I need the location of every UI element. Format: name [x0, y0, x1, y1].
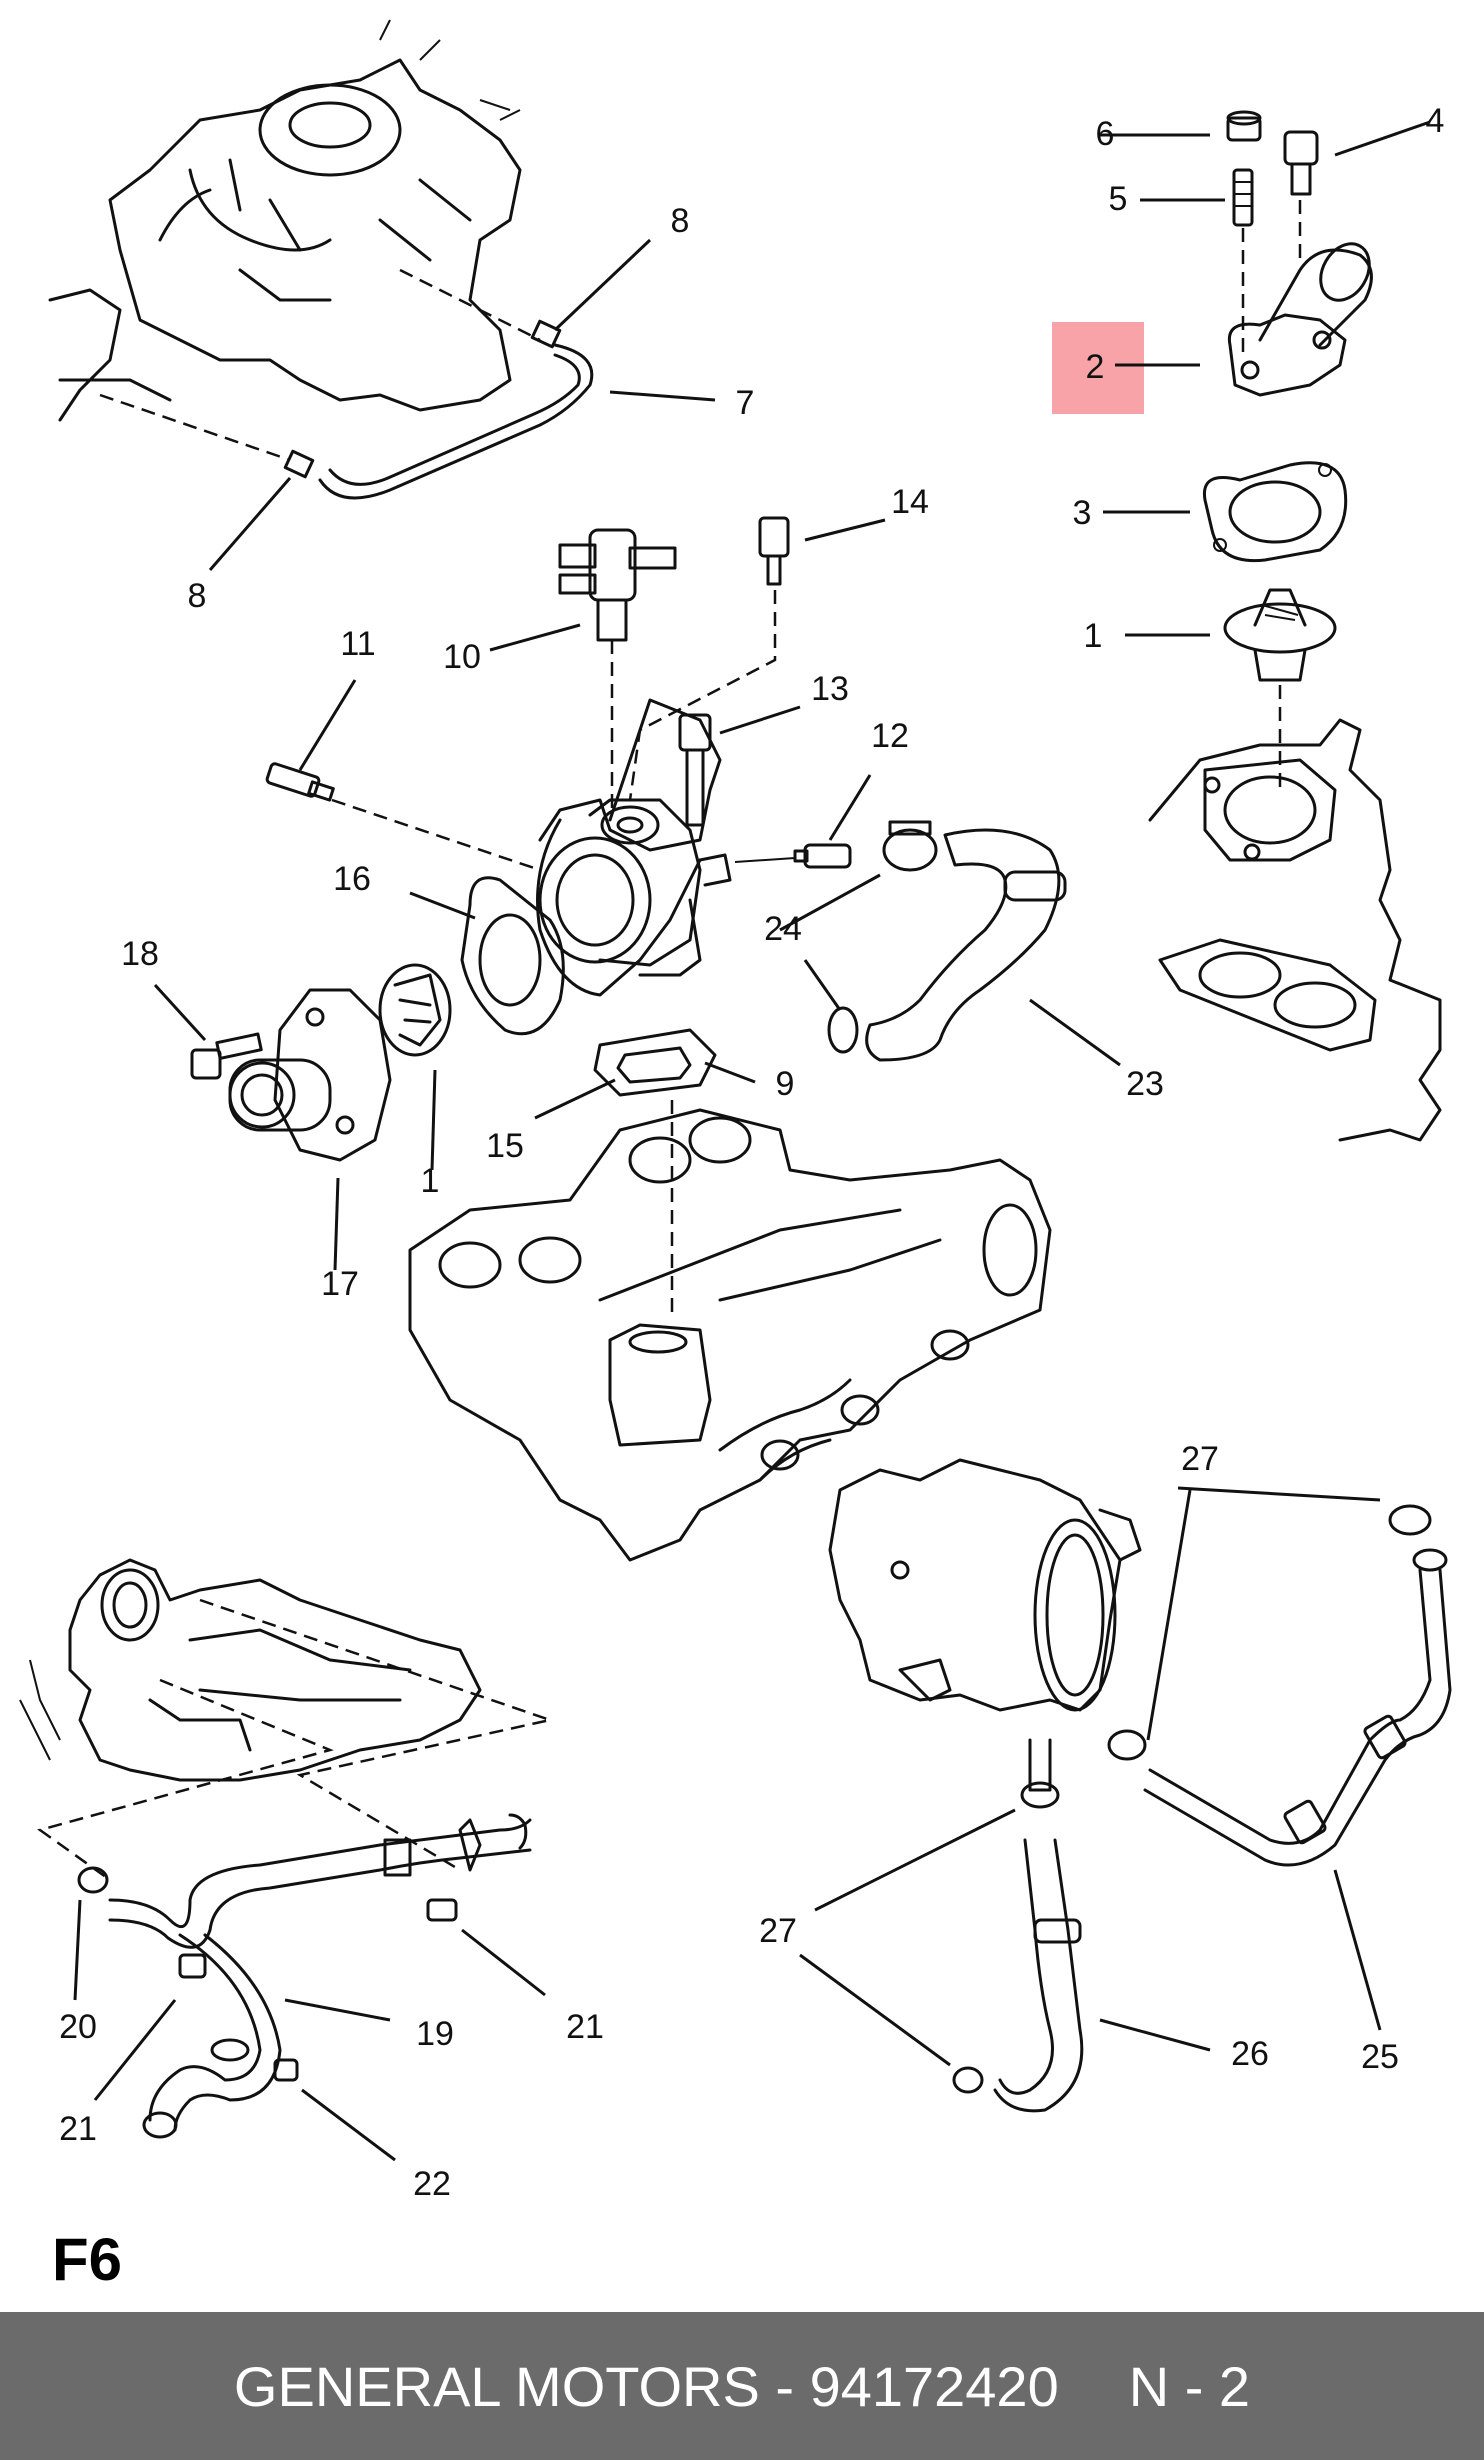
clamp-8-upper [530, 319, 562, 349]
bolt-18 [190, 1032, 263, 1080]
footer-part-number: 94172420 [809, 2354, 1059, 2418]
callout-16: 16 [333, 860, 371, 898]
callout-8-lower: 8 [188, 577, 207, 615]
callout-2: 2 [1086, 348, 1105, 386]
callout-26: 26 [1231, 2035, 1269, 2073]
intake-manifold [408, 1108, 1052, 1562]
callout-8-upper: 8 [671, 202, 690, 240]
callout-15: 15 [486, 1127, 524, 1165]
callout-3: 3 [1073, 494, 1092, 532]
callout-13: 13 [811, 670, 849, 708]
gasket-3 [1202, 461, 1348, 563]
clamp-27-d [952, 2066, 984, 2094]
callout-27-lower: 27 [759, 1912, 797, 1950]
nut-6 [1226, 110, 1262, 142]
washer-20 [77, 1866, 109, 1894]
footer-separator: - [759, 2354, 810, 2418]
callout-9: 9 [776, 1065, 795, 1103]
clamp-24-lower [827, 1006, 859, 1054]
callout-10: 10 [443, 638, 481, 676]
callout-17: 17 [321, 1265, 359, 1303]
footer-page-ref: N - 2 [1128, 2354, 1251, 2418]
hose-26 [998, 1838, 1054, 2095]
bolt-22 [273, 2058, 299, 2082]
engine-block-bottom-left [19, 1558, 482, 1782]
callout-18: 18 [121, 935, 159, 973]
callout-1-mid: 1 [421, 1162, 440, 1200]
clamp-27-b [1107, 1729, 1147, 1761]
callout-21-upper: 21 [566, 2008, 604, 2046]
callout-14: 14 [891, 483, 929, 521]
callout-5: 5 [1109, 180, 1128, 218]
callout-24: 24 [764, 910, 802, 948]
thermostat-housing-9 [536, 698, 732, 997]
hose-23 [865, 828, 1061, 1062]
callout-19: 19 [416, 2015, 454, 2053]
callout-27-upper: 27 [1181, 1440, 1219, 1478]
callout-6: 6 [1096, 115, 1115, 153]
callout-12: 12 [871, 717, 909, 755]
clamp-27-c [1020, 1781, 1060, 1809]
footer-brand: GENERAL MOTORS [233, 2354, 760, 2418]
bolt-4 [1283, 130, 1319, 196]
clamp-27-a [1388, 1504, 1432, 1536]
thermostat-1-right [1223, 588, 1337, 682]
page-label: F6 [52, 2226, 123, 2293]
callout-1-right: 1 [1084, 617, 1103, 655]
water-pump [828, 1458, 1142, 1712]
sensor-10 [558, 528, 677, 642]
housing-2 [1227, 242, 1373, 397]
bolt-13 [678, 713, 712, 827]
callout-11: 11 [340, 625, 375, 663]
clamp-8-lower [283, 449, 315, 479]
gasket-16 [460, 876, 565, 1036]
bolt-14 [758, 516, 790, 586]
footer-bar: GENERAL MOTORS - 94172420 N - 2 [0, 2312, 1484, 2460]
callout-21-lower: 21 [59, 2110, 97, 2148]
callout-22: 22 [413, 2165, 451, 2203]
housing-17 [228, 988, 392, 1162]
hose-25 [1148, 1568, 1432, 1845]
callout-4: 4 [1426, 102, 1445, 140]
engine-block-right [1148, 718, 1442, 1142]
thermostat-1-mid [378, 963, 452, 1057]
callout-2-highlight [1052, 322, 1144, 414]
sensor-11 [265, 762, 335, 802]
pipe-19 [108, 1818, 532, 1929]
callout-20: 20 [59, 2008, 97, 2046]
bolt-12 [793, 843, 852, 869]
gasket-15 [593, 1028, 717, 1097]
callout-7: 7 [736, 384, 755, 422]
clamp-24-upper [882, 828, 938, 872]
parts-diagram: 1 1 2 3 4 5 6 7 8 8 9 10 11 12 13 14 15 … [19, 19, 1452, 2203]
carburetor-assembly [48, 19, 522, 422]
callout-23: 23 [1126, 1065, 1164, 1103]
sensor-21-lower [178, 1953, 207, 1979]
stud-5 [1232, 168, 1254, 227]
callout-25: 25 [1361, 2038, 1399, 2076]
hose-7 [318, 343, 594, 500]
sensor-21-upper [426, 1898, 458, 1922]
